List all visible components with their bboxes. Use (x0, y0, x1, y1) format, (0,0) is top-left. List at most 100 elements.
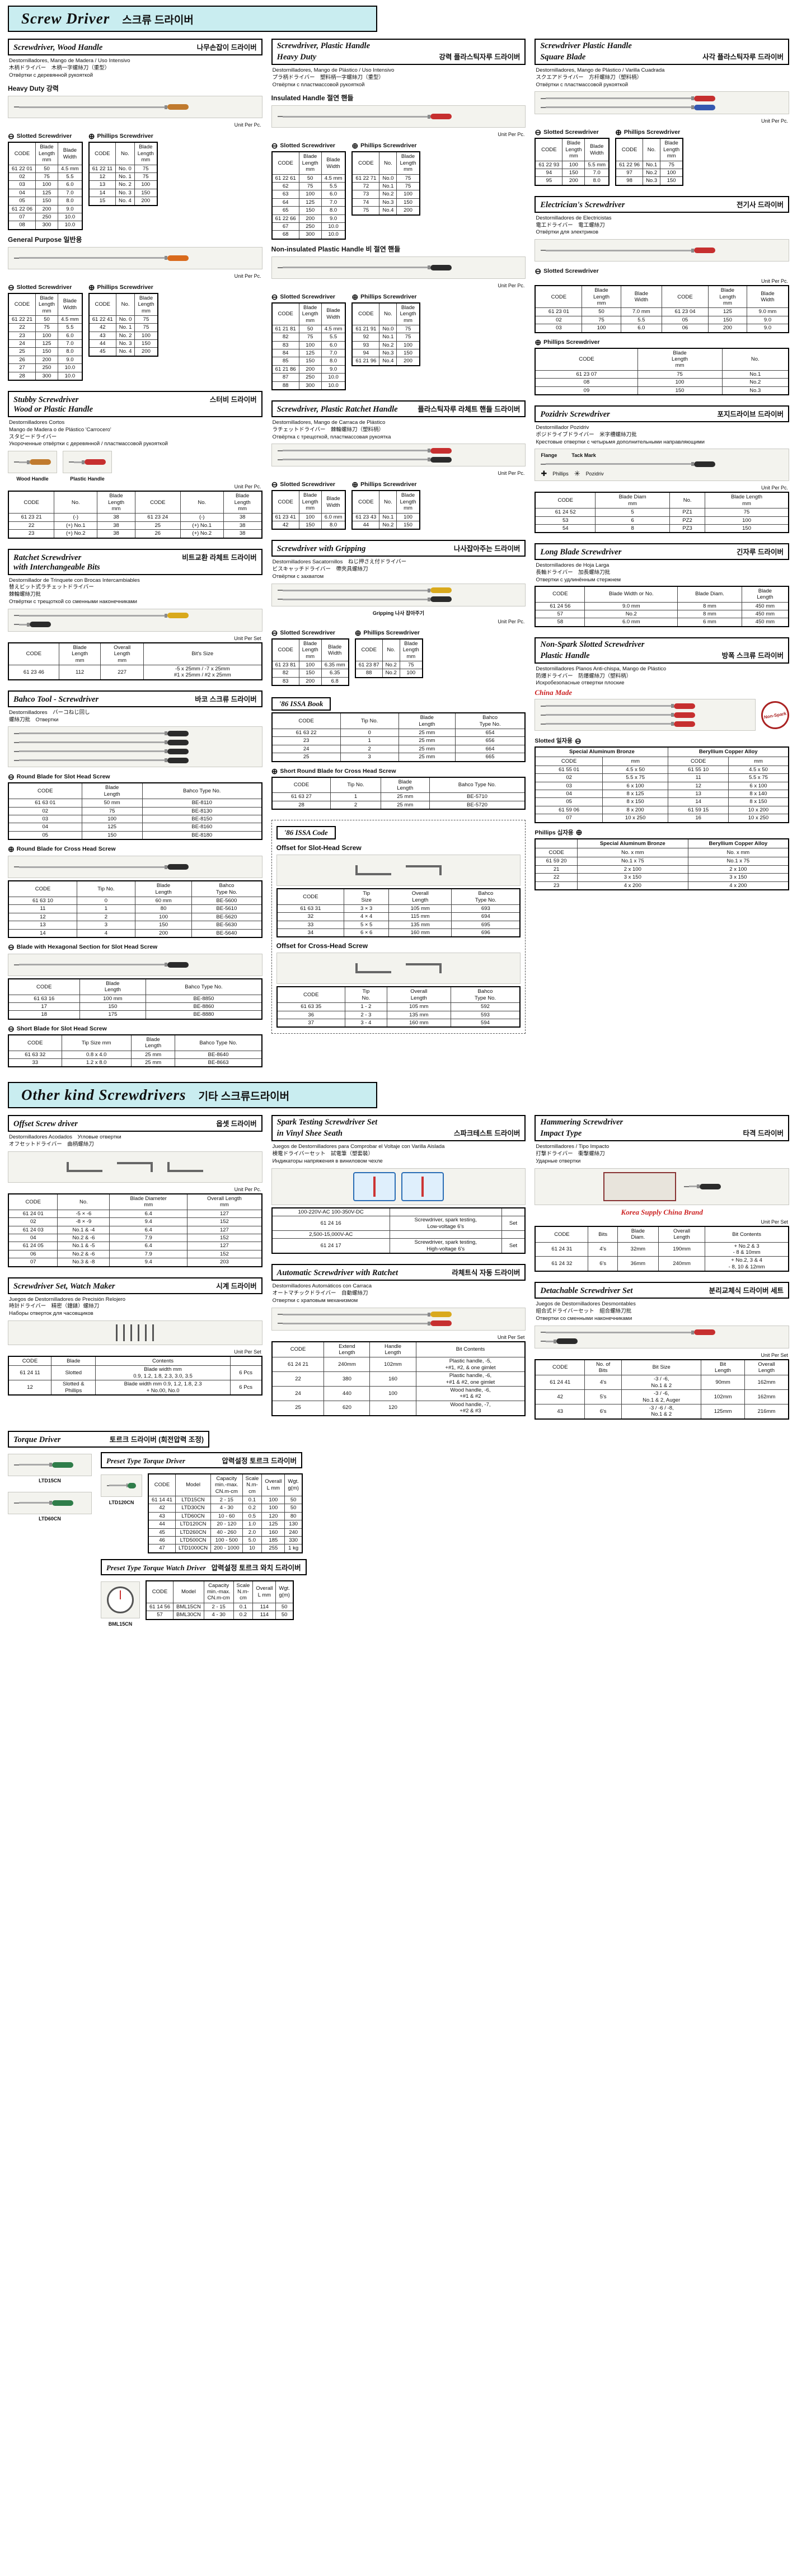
desc-line: 打撃ドライバー 衝撃螺絲刀 (536, 1151, 605, 1158)
phillips-circle-icon: ⊕ (8, 844, 15, 854)
desc-line: Juegos de Destornilladores para Comproba… (272, 1144, 445, 1150)
desc-line: Отвёртки с пластмассовой рукояткой (536, 81, 629, 88)
section-title: Screwdriver, Plastic Handle (276, 41, 371, 50)
unit-label: Unit Per Pc. (234, 273, 261, 279)
section-pozidriv: Pozidriv Screwdriver 포지드라이브 드라이버 Destorn… (535, 405, 790, 534)
offset-slot-photo (276, 855, 521, 886)
section-bahco: Bahco Tool - Screwdriver 바코 스크류 드라이버 Des… (8, 690, 262, 1069)
desc-line: Destornilladores, Mango de Plástico / Us… (272, 67, 395, 73)
phillips-circle-icon: ⊕ (271, 766, 278, 776)
section-title-ko: 타격 드라이버 (743, 1130, 784, 1138)
bahco-short-slot-label: ⊖Short Blade for Slot Head Screw (8, 1025, 262, 1033)
phillips-circle-icon: ⊕ (535, 337, 542, 347)
slotted-table-label: ⊖Slotted Screwdriver (271, 142, 346, 150)
section-plastic-ratchet: Screwdriver, Plastic Ratchet Handle 플라스틱… (271, 400, 526, 531)
slotted-circle-icon: ⊖ (271, 628, 278, 637)
slotted-table-label: ⊖Slotted Screwdriver (8, 283, 83, 291)
phillips-circle-icon: ⊕ (351, 292, 359, 301)
section-title-ko: 포지드라이브 드라이버 (717, 410, 784, 418)
section-title: Automatic Screwdriver with Ratchet (276, 1268, 398, 1278)
section-long-blade: Long Blade Screwdriver 긴자루 드라이버 Destorni… (535, 543, 790, 628)
desc-line: Destornilladores バーコねじ回し (9, 709, 90, 716)
non-spark-photo (535, 699, 756, 731)
section-title-ko: 옵셋 드라이버 (216, 1120, 257, 1128)
watchmaker-set-photo (8, 1320, 262, 1346)
bahco-hex-label: ⊖Blade with Hexagonal Section for Slot H… (8, 943, 262, 951)
slotted-circle-icon: ⊖ (535, 128, 542, 137)
section-descriptions: Destornilladores バーコねじ回し 螺絲刀批 Отвертки (9, 710, 261, 724)
section-electrician: Electrician's Screwdriver 전기사 드라이버 Desto… (535, 195, 790, 396)
section-descriptions: Juegos de Destornilladores de Precisión … (9, 1296, 261, 1318)
desc-line: Отвёртки с трещоткой со сменными наконеч… (9, 599, 137, 605)
bottom-middle-column: Spark Testing Screwdriver Set in Vinyl S… (271, 1115, 526, 1417)
section-title-ko: 사각 플라스틱자루 드라이버 (702, 53, 784, 61)
slotted-circle-icon: ⊖ (8, 282, 15, 292)
middle-column: Screwdriver, Plastic Handle Heavy Duty 강… (271, 39, 526, 1034)
section-subtitle: Square Blade (540, 53, 586, 62)
slotted-circle-icon: ⊖ (8, 132, 15, 141)
non-insulated-screwdriver-photo (271, 256, 526, 279)
page-title-banner: Screw Driver 스크류 드라이버 (8, 6, 377, 32)
section-subtitle: Heavy Duty (276, 53, 317, 62)
section-title: Screwdriver, Wood Handle (13, 43, 103, 52)
desc-line: Destornilladores Automáticos con Carraca (272, 1283, 372, 1290)
detachable-set-photo (535, 1325, 790, 1348)
unit-label: Unit Per Pc. (234, 484, 261, 490)
phillips-tip-label: Phillips (552, 470, 569, 477)
unit-label: Unit Per Set (234, 635, 261, 641)
section-title-ko: 나무손잡이 드라이버 (196, 44, 257, 52)
section-title-ko: 비트교환 라체트 드라이버 (182, 553, 257, 562)
section-stubby: Stubby Screwdriver 스터비 드라이버 Wood or Plas… (8, 391, 262, 540)
label-text: Phillips 십자용 (535, 829, 574, 836)
unit-label: Unit Per Pc. (761, 118, 789, 124)
non-spark-phillips-label: Phillips 십자용⊕ (535, 828, 789, 837)
desc-line: Destornilladores de Electricistas (536, 214, 612, 221)
slotted-table-label: ⊖Slotted Screwdriver (271, 480, 346, 488)
label-text: Short Blade for Slot Head Screw (16, 1025, 107, 1032)
desc-line: Отвёртки с деревянной рукояткой (9, 72, 93, 78)
phillips-circle-icon: ⊕ (88, 282, 95, 292)
ltd60cn-photo (8, 1491, 92, 1514)
label-text: Slotted Screwdriver (543, 129, 599, 136)
desc-line: Отвёртки для электриков (536, 229, 599, 236)
section-square-blade: Screwdriver Plastic Handle Square Blade … (535, 39, 790, 187)
section-descriptions: Destornilladores Planos Anti-chispa, Man… (536, 666, 788, 687)
desc-line: 検電ドライバーセット 試電筆（塑套裝） (272, 1151, 373, 1158)
pozidriv-tip-icon: ✳ (574, 469, 580, 478)
